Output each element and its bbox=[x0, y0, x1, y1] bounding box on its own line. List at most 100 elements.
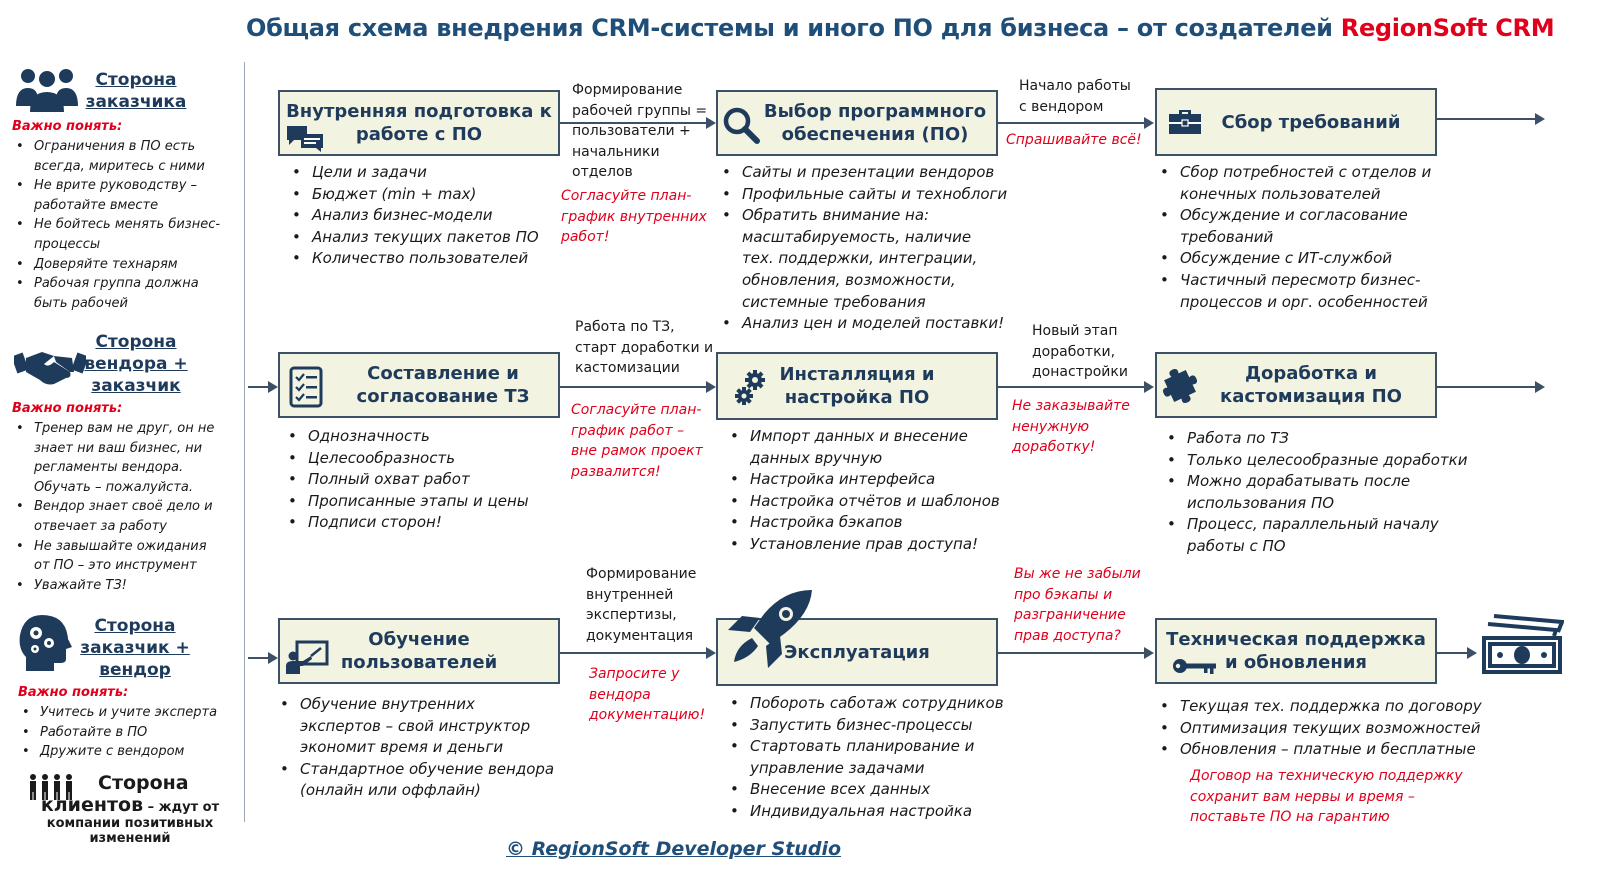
gears-icon bbox=[735, 370, 765, 405]
connector-line: отделов bbox=[572, 164, 633, 180]
magnifier-icon bbox=[723, 107, 760, 144]
vendor-customer-tip-line: Обучать – пожалуйста. bbox=[34, 479, 193, 495]
head-gears-icon bbox=[19, 615, 72, 671]
warning-line: вендора bbox=[589, 686, 651, 703]
group-people-icon bbox=[16, 69, 78, 112]
stage-requirements: Сбор требований bbox=[1155, 88, 1437, 156]
vendor-customer-tip-line: отвечает за работу bbox=[34, 518, 168, 534]
stage-s5-item-line: Настройка бэкапов bbox=[726, 512, 1046, 534]
stage-s3-item-line: Обсуждение с ИТ-службой bbox=[1156, 248, 1486, 270]
stage-s1-item-line: Цели и задачи bbox=[288, 162, 558, 184]
stage-s5-item-line: Настройка интерфейса bbox=[726, 469, 1046, 491]
support-note-line: поставьте ПО на гарантию bbox=[1190, 809, 1390, 825]
vendor-customer-tip-line: Уважайте ТЗ! bbox=[10, 576, 240, 596]
presentation-icon bbox=[286, 640, 329, 674]
connector-warning-2-3: Спрашивайте всё! bbox=[1006, 130, 1142, 151]
customer-tip-line: работайте вместе bbox=[34, 197, 159, 213]
connector-line: пользователи + bbox=[572, 123, 691, 139]
connector-line: донастройки bbox=[1032, 364, 1128, 380]
stage-s1-item-line: Анализ бизнес-модели bbox=[288, 205, 558, 227]
stage-s5-item-line: Настройка отчётов и шаблонов bbox=[726, 491, 1046, 513]
stage-s6-item-line: Только целесообразные доработки bbox=[1163, 450, 1493, 472]
stage-s3-item-line: Сбор потребностей с отделов и bbox=[1156, 162, 1486, 184]
warning-line: Не заказывайте bbox=[1012, 398, 1130, 414]
stage-internal-preparation-list: Цели и задачиБюджет (min + max)Анализ би… bbox=[288, 162, 558, 270]
arrow-row3-in bbox=[248, 652, 278, 664]
arrow-2-3 bbox=[998, 117, 1154, 129]
warning-line: про бэкапы и bbox=[1014, 586, 1113, 603]
stage-s7-item-line: Стандартное обучение вендора bbox=[276, 759, 576, 781]
warning-line: Вы же не забыли bbox=[1014, 566, 1141, 582]
stage-operation-list: Побороть саботаж сотрудниковЗапустить би… bbox=[726, 693, 1046, 823]
connector-line: Начало работы bbox=[1019, 78, 1131, 94]
stage-s8-item-line: Внесение всех данных bbox=[726, 779, 1046, 801]
customer-vendor-tip-line: Учитесь и учите эксперта bbox=[16, 703, 246, 723]
stage-s2-item-line: Обратить внимание на: bbox=[718, 205, 1038, 227]
rocket-icon bbox=[728, 590, 812, 668]
warning-line: работ! bbox=[561, 229, 610, 245]
checklist-icon bbox=[289, 366, 323, 408]
stage-s2-item-line: масштабируемость, наличие bbox=[742, 227, 972, 246]
vendor-customer-tip-line: Не завышайте ожидания bbox=[10, 537, 240, 557]
vendor-customer-tip-line: знает ни ваш бизнес, ни bbox=[34, 440, 203, 456]
connector-line: доработки, bbox=[1032, 343, 1116, 360]
warning-line: график работ – bbox=[571, 422, 685, 439]
page-title: Общая схема внедрения CRM-системы и иног… bbox=[246, 14, 1555, 42]
customer-vendor-tip-line: Дружите с вендором bbox=[16, 742, 246, 762]
stage-s4-item-line: Целесообразность bbox=[284, 448, 554, 470]
connector-line: кастомизации bbox=[575, 360, 680, 376]
customer-tip-line: быть рабочей bbox=[34, 295, 128, 311]
stage-s3-item-line: процессов и орг. особенностей bbox=[1180, 292, 1428, 311]
connector-warning-8-9: Вы же не забыли про бэкапы и разграничение… bbox=[1014, 564, 1141, 646]
connector-line: начальники bbox=[572, 143, 660, 160]
connector-line: старт доработки и bbox=[575, 339, 714, 356]
stage-s4-item-line: Однозначность bbox=[284, 426, 554, 448]
connector-line: Новый этап bbox=[1032, 323, 1118, 339]
key-icon bbox=[1173, 659, 1216, 674]
stage-s5-item-line: Импорт данных и внесение bbox=[726, 426, 1046, 448]
stage-s8-item-line: управление задачами bbox=[750, 758, 925, 777]
briefcase-icon bbox=[1169, 110, 1201, 134]
connector-line: экспертизы, bbox=[586, 607, 677, 623]
stage-s1-item-line: Анализ текущих пакетов ПО bbox=[288, 227, 558, 249]
connector-warning-4-5: Согласуйте план-график работ –вне рамок … bbox=[571, 400, 703, 482]
customer-vendor-tip-line: Работайте в ПО bbox=[16, 723, 246, 743]
stage-s1-item-line: Бюджет (min + max) bbox=[288, 184, 558, 206]
customer-tip-line: процессы bbox=[34, 236, 101, 252]
chat-bubbles-icon bbox=[287, 126, 323, 152]
stage-s6-item-line: использования ПО bbox=[1187, 493, 1335, 512]
stage-s2-item-line: тех. поддержки, интеграции, bbox=[742, 249, 978, 268]
stage-s9-item-line: Оптимизация текущих возможностей bbox=[1156, 718, 1506, 740]
stage-s6-item-line: работы с ПО bbox=[1187, 536, 1286, 555]
arrow-1-2 bbox=[560, 117, 716, 129]
stage-s9-item-line: Текущая тех. поддержка по договору bbox=[1156, 696, 1506, 718]
warning-line: вне рамок проект bbox=[571, 443, 703, 459]
stage-s7-item-line: экспертов – свой инструктор bbox=[300, 716, 531, 735]
footer-copyright[interactable]: © RegionSoft Developer Studio bbox=[506, 838, 842, 860]
connector-line: Формирование bbox=[586, 566, 697, 582]
warning-line: ненужную bbox=[1012, 418, 1090, 435]
arrow-4-5 bbox=[560, 381, 716, 393]
support-note-line: сохранит вам нервы и время – bbox=[1190, 788, 1415, 805]
warning-line: разграничение bbox=[1014, 607, 1126, 623]
stage-s5-item-line: данных вручную bbox=[750, 448, 883, 467]
warning-line: график внутренних bbox=[561, 208, 707, 225]
puzzle-icon bbox=[1162, 368, 1198, 404]
stage-s6-item-line: Можно дорабатывать после bbox=[1163, 471, 1493, 493]
clients-side: Сторона клиентов – ждут от компании пози… bbox=[40, 772, 220, 846]
stage-software-selection-list: Сайты и презентации вендоровПрофильные с… bbox=[718, 162, 1038, 335]
